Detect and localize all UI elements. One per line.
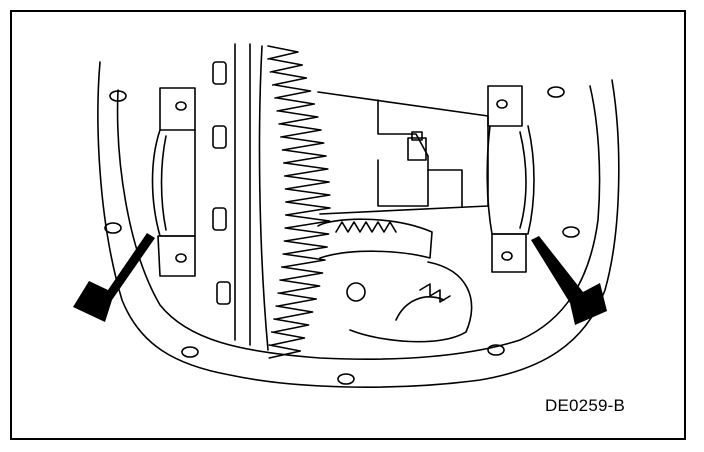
housing-inner-edge bbox=[116, 85, 601, 360]
arrow-left bbox=[73, 233, 155, 322]
flange-bolt-holes bbox=[104, 86, 580, 385]
differential-case bbox=[317, 91, 489, 215]
arrow-right bbox=[531, 236, 607, 325]
ring-gear-tooth-profile bbox=[267, 45, 331, 359]
left-bearing-cap bbox=[151, 87, 196, 277]
pinion-gears bbox=[317, 218, 473, 343]
ring-gear-bolts bbox=[212, 61, 231, 305]
ring-gear-body bbox=[234, 43, 269, 351]
right-bearing-cap bbox=[486, 85, 535, 273]
housing-outline bbox=[97, 61, 620, 388]
figure-frame bbox=[10, 10, 686, 440]
case-bolt bbox=[407, 131, 427, 161]
ring-gear-teeth bbox=[267, 45, 331, 359]
figure-code: DE0259-B bbox=[545, 396, 626, 415]
